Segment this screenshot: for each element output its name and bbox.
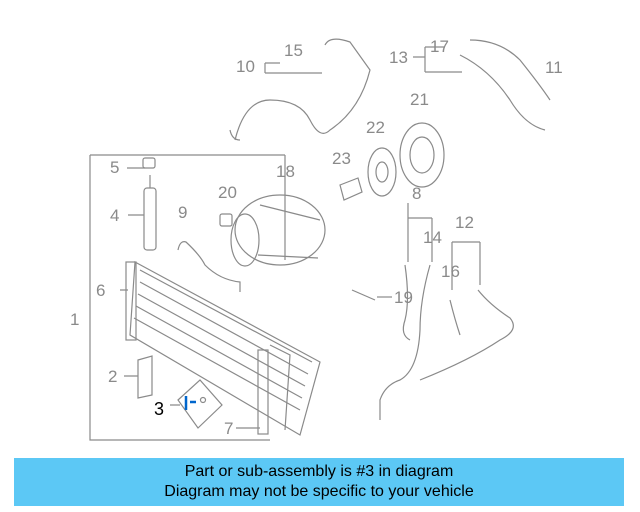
banner-line-1: Part or sub-assembly is #3 in diagram <box>184 463 454 480</box>
condenser-drawing <box>125 261 321 436</box>
bolt-19 <box>351 289 376 301</box>
pipe-16 <box>449 299 461 336</box>
banner-line-2: Diagram may not be specific to your vehi… <box>164 483 474 500</box>
callout-9: 9 <box>178 203 187 222</box>
part-3-highlight <box>177 379 223 429</box>
info-banner: Part or sub-assembly is #3 in diagram Di… <box>14 458 624 506</box>
callout-12: 12 <box>455 213 474 232</box>
callout-11: 11 <box>545 58 563 77</box>
callout-8: 8 <box>412 184 421 203</box>
callout-22: 22 <box>366 118 385 137</box>
callout-4: 4 <box>110 206 119 225</box>
compressor <box>230 194 326 267</box>
callout-18: 18 <box>276 162 295 181</box>
callout-6: 6 <box>96 281 105 300</box>
pipe-14 <box>379 264 431 420</box>
callout-7: 7 <box>224 419 233 438</box>
callout-19: 19 <box>394 288 413 307</box>
callout-20: 20 <box>218 183 237 202</box>
bracket <box>137 355 153 399</box>
part-23 <box>339 177 363 201</box>
part-20 <box>219 213 233 227</box>
callout-23: 23 <box>332 149 351 168</box>
clutch-coil <box>399 122 445 188</box>
hose-10 <box>234 38 371 141</box>
callout-2: 2 <box>108 367 117 386</box>
pipe-12 <box>419 289 514 381</box>
pulley <box>367 147 397 197</box>
callout-10: 10 <box>236 57 255 76</box>
pipe-9 <box>177 241 241 292</box>
callout-15: 15 <box>284 41 303 60</box>
hose-11 <box>459 39 551 131</box>
drier-cap <box>142 157 156 169</box>
callout-5: 5 <box>110 158 119 177</box>
receiver-drier <box>143 175 157 251</box>
callout-14: 14 <box>423 228 442 247</box>
callout-13: 13 <box>389 48 408 67</box>
pipe-8 <box>402 264 411 341</box>
callout-17: 17 <box>430 37 449 56</box>
parts-diagram: 5 4 6 1 2 3 7 9 20 18 10 15 23 22 21 13 … <box>70 37 563 441</box>
callout-16: 16 <box>441 262 460 281</box>
condenser-bracket-frame <box>89 154 286 441</box>
callout-1: 1 <box>70 310 79 329</box>
callout-3-highlighted: 3 <box>154 399 164 419</box>
callout-21: 21 <box>410 90 429 109</box>
